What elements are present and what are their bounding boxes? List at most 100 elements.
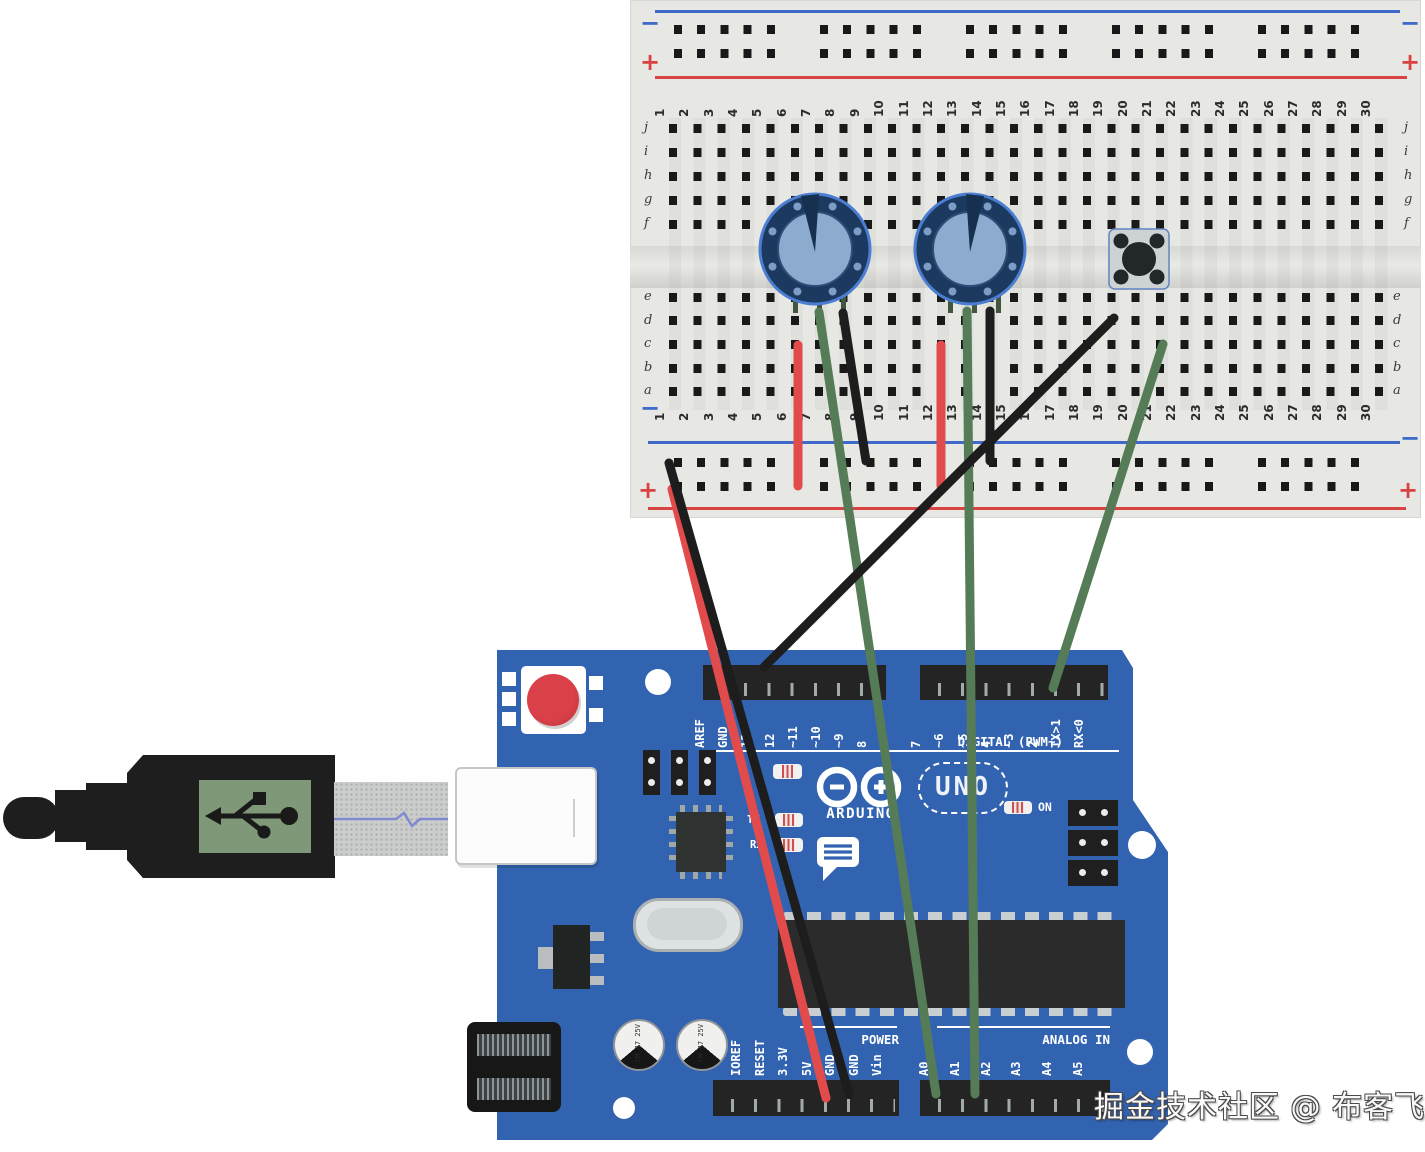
reset-pad <box>502 692 516 706</box>
digital-separator-line <box>705 750 1119 752</box>
bottom-plus-rail-holes[interactable] <box>674 482 1374 491</box>
usb-plug-body[interactable] <box>127 755 335 878</box>
mounting-hole <box>613 1097 635 1119</box>
mounting-hole <box>645 669 671 695</box>
top-plus-rail-line <box>655 76 1407 79</box>
row-letter-g: g <box>1404 192 1413 207</box>
usb-cable-end <box>3 797 59 839</box>
row-letter-h: h <box>644 168 653 183</box>
row-letter-i: i <box>644 144 649 159</box>
icsp1-header-col2[interactable] <box>671 750 688 795</box>
bottom-minus-rail-holes[interactable] <box>674 458 1374 467</box>
minus-symbol: − <box>640 394 661 422</box>
barrel-jack <box>467 1022 561 1112</box>
builtin-led <box>773 764 802 779</box>
hole-row-h[interactable] <box>669 172 1385 181</box>
wire-pot1-gnd[interactable] <box>838 308 871 466</box>
usb-metal-shield <box>334 782 448 856</box>
wire-pot2-signal[interactable] <box>962 306 980 1099</box>
row-letter-e: e <box>1393 289 1401 304</box>
row-letter-j: j <box>644 120 649 135</box>
pushbutton[interactable] <box>1108 228 1170 290</box>
wire-5v-supply[interactable] <box>667 484 831 1103</box>
usb-cable-neck <box>86 783 130 850</box>
wire-pot1-signal[interactable] <box>814 307 941 1099</box>
wire-button-black[interactable] <box>759 313 1119 672</box>
reset-button[interactable] <box>527 674 579 726</box>
icsp1-header-col3[interactable] <box>699 750 716 795</box>
plus-symbol: + <box>1400 48 1421 76</box>
minus-symbol: − <box>1400 424 1421 452</box>
top-plus-rail-holes[interactable] <box>674 49 1374 58</box>
icsp-header-row1[interactable] <box>1068 800 1118 826</box>
crystal-oscillator <box>633 898 743 952</box>
power-separator-line <box>800 1026 897 1028</box>
hole-row-g[interactable] <box>669 196 1385 205</box>
wire-button-signal[interactable] <box>1048 339 1168 693</box>
plus-symbol: + <box>638 476 659 504</box>
mounting-hole <box>1127 1039 1153 1065</box>
plus-symbol: + <box>1398 476 1419 504</box>
potentiometer-1[interactable] <box>757 191 873 321</box>
row-letter-f: f <box>1404 216 1409 231</box>
breadboard[interactable] <box>630 0 1421 518</box>
chip-pins <box>680 805 722 812</box>
hole-row-e[interactable] <box>669 293 1385 302</box>
regulator-leg <box>590 954 604 963</box>
row-letter-j: j <box>1404 120 1409 135</box>
minus-symbol: − <box>1400 9 1421 37</box>
capacitor-1 <box>613 1019 665 1071</box>
tx-led <box>775 813 803 827</box>
mcu-pins-bottom <box>783 1007 1121 1016</box>
regulator-tab <box>538 947 553 969</box>
row-letter-b: b <box>644 359 653 375</box>
row-letter-c: c <box>644 336 652 352</box>
hole-row-d[interactable] <box>669 316 1385 325</box>
row-letter-e: e <box>644 289 652 304</box>
usb-trident-icon <box>199 780 311 853</box>
voltage-regulator <box>553 925 590 989</box>
digital-section-label: DIGITAL (PWM~) <box>957 734 1063 749</box>
mounting-hole <box>1128 831 1156 859</box>
chip-pins <box>669 816 676 868</box>
potentiometer-2[interactable] <box>912 191 1028 321</box>
row-letter-a: a <box>644 383 652 399</box>
row-letter-c: c <box>1393 336 1401 352</box>
row-letter-d: d <box>644 312 653 328</box>
icsp-header-row2[interactable] <box>1068 830 1118 856</box>
analog-header[interactable] <box>920 1080 1110 1116</box>
row-letter-h: h <box>1404 168 1413 183</box>
hole-row-i[interactable] <box>669 148 1385 157</box>
plus-symbol: + <box>640 48 661 76</box>
row-letter-f: f <box>644 216 649 231</box>
usb-logo-panel <box>199 780 311 853</box>
wire-gnd-supply[interactable] <box>664 458 854 1099</box>
speech-bubble-icon <box>817 837 859 881</box>
icsp1-header-col1[interactable] <box>643 750 660 795</box>
atmega328-chip <box>778 920 1125 1008</box>
hole-row-b[interactable] <box>669 364 1385 373</box>
row-letter-i: i <box>1404 144 1409 159</box>
on-label: ON <box>1038 800 1052 814</box>
regulator-leg <box>590 932 604 941</box>
usb-cable-collar <box>55 790 89 842</box>
usb-interface-chip <box>676 812 726 872</box>
pot2-indicator-notch <box>966 194 984 252</box>
hole-row-c[interactable] <box>669 340 1385 349</box>
mcu-pins-top <box>783 912 1121 921</box>
reset-pad <box>502 672 516 686</box>
reset-pad <box>589 676 603 690</box>
model-label: UNO <box>935 772 991 802</box>
hole-row-j[interactable] <box>669 124 1385 133</box>
top-minus-rail-holes[interactable] <box>674 25 1374 34</box>
hole-row-f[interactable] <box>669 220 1385 229</box>
arduino-logo-icon <box>816 766 902 808</box>
row-letter-g: g <box>644 192 653 207</box>
icsp-header-row3[interactable] <box>1068 860 1118 886</box>
power-header[interactable] <box>713 1080 899 1116</box>
hole-row-a[interactable] <box>669 387 1385 396</box>
analog-separator-line <box>937 1026 1110 1028</box>
